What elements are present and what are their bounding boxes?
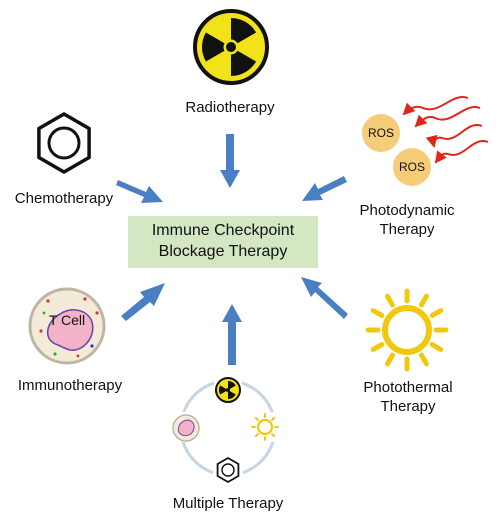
photodynamic-label-line1: Photodynamic xyxy=(359,202,455,219)
arrow-photodynamic xyxy=(302,176,347,201)
radiotherapy-label: Radiotherapy xyxy=(185,99,275,116)
ros-label-2: ROS xyxy=(398,160,425,174)
photothermal-label-line1: Photothermal xyxy=(363,379,453,396)
photodynamic-label: Photodynamic Therapy xyxy=(352,201,462,239)
mini-cell-icon xyxy=(172,414,200,442)
arrow-chemotherapy xyxy=(116,180,163,203)
multiple-therapy-label: Multiple Therapy xyxy=(172,495,284,512)
center-box: Immune Checkpoint Blockage Therapy xyxy=(128,216,318,268)
arrow-radiotherapy xyxy=(220,134,240,188)
immunotherapy-label: Immunotherapy xyxy=(17,377,123,394)
center-title-line1: Immune Checkpoint xyxy=(151,222,295,239)
arrow-multiple xyxy=(222,304,242,365)
ros-label-1: ROS xyxy=(367,126,394,140)
chemotherapy-label: Chemotherapy xyxy=(14,190,114,207)
mini-benzene-icon xyxy=(216,456,240,484)
photothermal-label: Photothermal Therapy xyxy=(353,378,463,416)
sun-icon xyxy=(365,288,449,372)
mini-radiation-icon xyxy=(215,377,241,403)
benzene-ring-icon xyxy=(37,111,91,175)
t-cell-icon xyxy=(28,287,106,365)
arrow-immunotherapy xyxy=(121,283,165,321)
ros-icon xyxy=(362,96,489,186)
t-cell-label: T Cell xyxy=(48,312,86,328)
photothermal-label-line2: Therapy xyxy=(380,398,436,415)
radiation-icon xyxy=(193,9,269,85)
center-title-line2: Blockage Therapy xyxy=(158,243,288,260)
mini-sun-icon xyxy=(251,413,279,441)
multiple-therapy-icon xyxy=(172,376,279,486)
arrow-photothermal xyxy=(301,277,348,319)
photodynamic-label-line2: Therapy xyxy=(379,221,435,238)
